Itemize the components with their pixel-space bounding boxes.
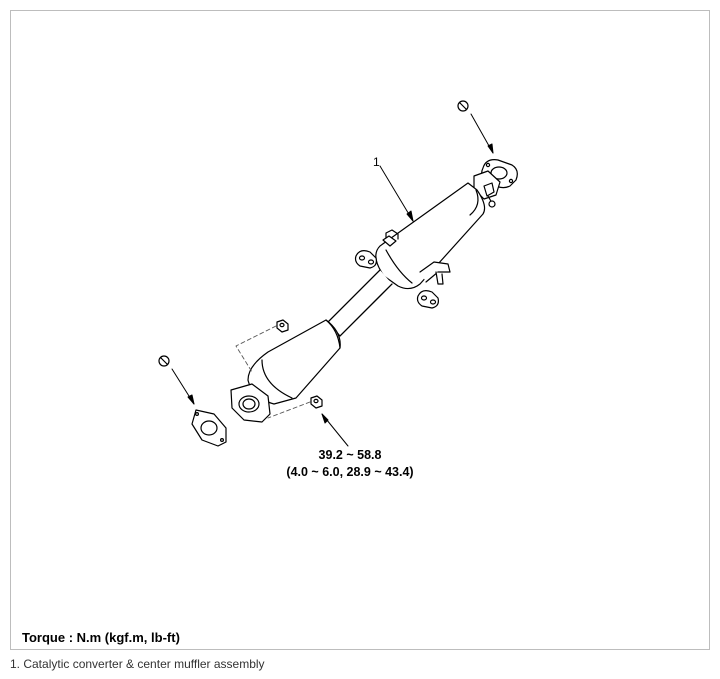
- torque-units-label: Torque : N.m (kgf.m, lb-ft): [22, 630, 180, 645]
- nut-lower: [310, 395, 323, 409]
- rubber-hanger-right: [416, 290, 439, 309]
- center-muffler: [375, 182, 486, 290]
- front-gasket: [191, 409, 227, 447]
- nut-upper: [276, 319, 289, 333]
- diagram-frame: [10, 10, 710, 650]
- leader-arrows: [171, 113, 494, 447]
- front-flange: [230, 383, 271, 423]
- figure-caption: 1. Catalytic converter & center muffler …: [10, 657, 265, 671]
- no-reuse-icon: [158, 355, 170, 367]
- part-number-callout: 1: [373, 155, 380, 169]
- intermediate-pipe: [327, 269, 393, 337]
- no-reuse-icon: [457, 100, 469, 112]
- muffler-hanger: [382, 229, 399, 247]
- rear-hanger-pipe: [419, 261, 451, 285]
- stud-guide-lines: [235, 325, 311, 419]
- torque-value: 39.2 ~ 58.8: [319, 448, 382, 462]
- rubber-hanger-left: [354, 250, 377, 269]
- torque-value-alt: (4.0 ~ 6.0, 28.9 ~ 43.4): [286, 465, 413, 479]
